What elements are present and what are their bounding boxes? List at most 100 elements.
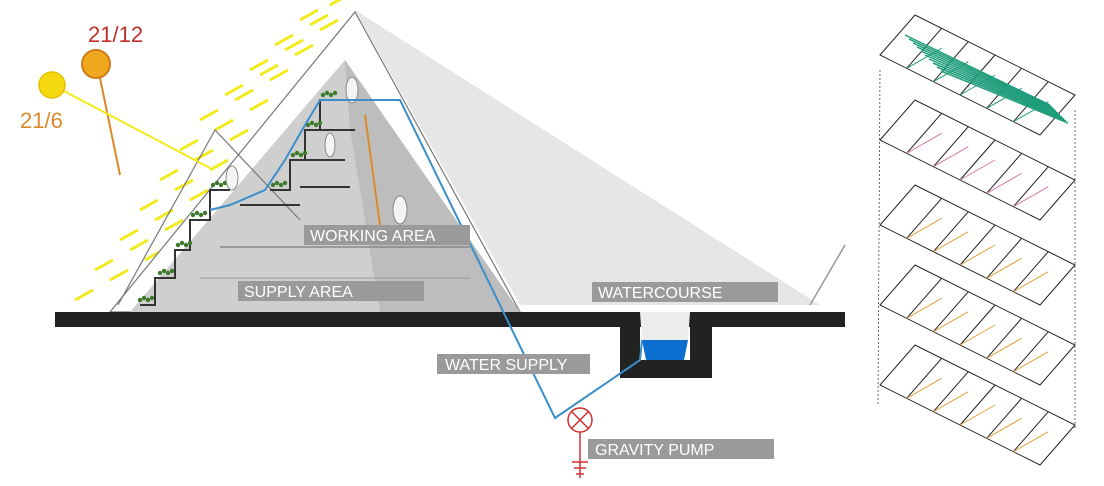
layer-cable [916,46,1057,112]
layer-brace [986,417,1022,439]
sun-ray-dash [199,108,219,122]
layer-rib [959,304,996,346]
sun-21-6-label: 21/6 [20,108,63,133]
layer-brace [959,404,996,426]
sun-ray-dash [259,63,279,77]
plant-dot [302,150,308,156]
plant-dot [141,295,147,301]
plant-dot [274,180,280,186]
layer-brace [906,377,942,399]
layer-cable [920,50,1059,114]
layer-brace [933,231,969,253]
layer-brace [1013,351,1049,373]
layer-brace [906,217,942,239]
layer-cable [904,34,1051,106]
layer-rib [932,291,969,332]
layer-rib [906,198,943,239]
plant-dot [149,295,155,301]
plant-dot [218,182,224,188]
plant-dot [175,242,181,248]
sun-ray-dash [139,198,159,212]
plant-dot [270,182,276,188]
layer-brace [933,391,969,413]
label-supply-area-text: SUPPLY AREA [244,284,353,301]
layer-brace [906,132,942,154]
exploded-axonometric [879,14,1076,466]
plant-dot [157,270,163,276]
layer-rib [932,41,969,82]
layer-brace [933,311,969,333]
plant-dot [179,240,185,246]
sun-ray-dash [194,148,214,162]
layer-brace [986,257,1022,279]
sun-ray-dash [249,98,269,112]
label-gravity-pump-text: GRAVITY PUMP [595,442,714,459]
layer-rib [1012,411,1049,452]
layer-rib [1012,251,1049,292]
right-glass-edge [809,244,846,306]
sun-ray-dash [269,68,289,82]
plant-dot [169,268,175,274]
watercourse-water [642,340,688,360]
human-figures [225,76,408,225]
layer-rib [932,211,969,252]
plant-dot [137,297,143,303]
sun-ray-dash [319,18,339,32]
sun-ray-dash [109,268,129,282]
layer-cable [928,58,1063,118]
layer-rib [959,224,996,266]
layer-rib [932,371,969,412]
layer-brace [1013,431,1049,453]
plant-dot [313,122,319,128]
layer-cable [924,54,1061,116]
plant-dot [165,270,171,276]
plant-dot [332,90,338,96]
plant-dot [161,268,167,274]
layer-cable [936,66,1067,122]
plant-dot [210,182,216,188]
plant-dot [194,210,200,216]
plant-dot [202,210,208,216]
watercourse-basin [640,312,690,340]
plant-dot [298,152,304,158]
plant-dot [187,240,193,246]
sun-ray-dash [164,218,184,232]
layer-rib [986,153,1023,194]
orange-support [364,114,381,226]
sun-21-12-icon [81,49,111,79]
terraces [140,99,355,306]
layer-rib [986,238,1023,279]
layer-rib [906,278,943,319]
sun-ray-dash [284,38,304,52]
plant-dot [317,120,323,126]
layer-rib [1012,331,1049,372]
layer-rib [986,398,1023,439]
sun-21-12: 21/12 [81,22,143,176]
sun-21-6: 21/6 [20,71,211,169]
sun-ray-dash [294,43,314,57]
plant-dot [214,180,220,186]
sun-ray-dash [249,58,269,72]
layer-brace [986,337,1022,359]
layer-brace [933,146,969,168]
layer-rib [906,113,943,154]
plant-dot [290,152,296,158]
sun-21-12-label: 21/12 [88,22,143,47]
layer-guide-left [877,69,881,406]
layer-rib [959,139,996,181]
layer-cable [912,42,1055,110]
layer-brace [1013,186,1049,208]
plant-dot [294,150,300,156]
plant-dot [198,212,204,218]
label-watercourse-text: WATERCOURSE [598,285,722,302]
sun-ray-dash [224,83,244,97]
layer-rib [1012,166,1049,207]
sun-ray-dash [299,8,319,22]
layer-rib [932,126,969,167]
layer-brace [959,244,996,266]
watercourse-channel [620,312,712,378]
layer-brace [959,159,996,181]
sun-ray-dash [189,188,209,202]
sun-21-6-ray [61,89,211,169]
